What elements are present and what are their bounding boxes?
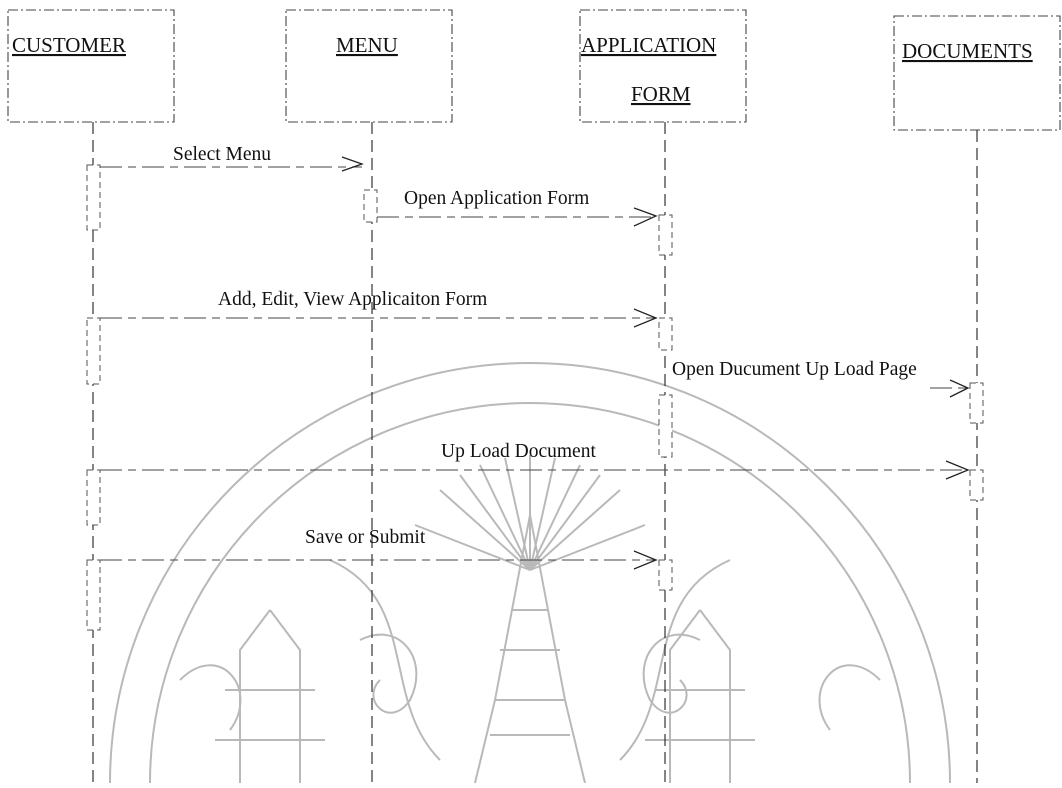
object-label-application: APPLICATION [581, 33, 716, 57]
object-documents: DOCUMENTS [893, 15, 1061, 131]
arrowhead [633, 207, 658, 227]
object-label-menu: MENU [336, 33, 398, 57]
arrowhead [945, 460, 970, 480]
object-box [893, 15, 1061, 131]
message-label: Up Load Document [441, 441, 596, 462]
arrowhead [341, 156, 364, 172]
object-label-customer: CUSTOMER [12, 33, 126, 57]
object-menu: MENU [285, 9, 453, 123]
object-box [7, 9, 175, 123]
object-customer: CUSTOMER [7, 9, 175, 123]
object-box [285, 9, 453, 123]
object-label-form: FORM [631, 82, 691, 106]
activation-bar [969, 469, 984, 501]
university-seal-watermark [109, 362, 951, 784]
object-application-form: APPLICATION FORM [579, 9, 747, 123]
message-label: Add, Edit, View Applicaiton Form [218, 289, 487, 310]
arrowhead [633, 308, 658, 328]
message-open-document-upload-page: Open Ducument Up Load Page [672, 359, 970, 398]
activation-bar [86, 469, 101, 526]
message-add-edit-view: Add, Edit, View Applicaiton Form [100, 289, 658, 328]
arrowhead [633, 550, 658, 570]
activation-bar [658, 394, 673, 458]
message-save-or-submit: Save or Submit [100, 527, 658, 570]
activation-bar [86, 559, 101, 631]
message-label: Open Application Form [404, 188, 589, 209]
activation-bar [86, 164, 101, 231]
message-select-menu: Select Menu [100, 144, 364, 172]
activation-bar [658, 317, 673, 351]
object-label-documents: DOCUMENTS [902, 39, 1033, 63]
message-label: Open Ducument Up Load Page [672, 359, 917, 380]
arrowhead [949, 379, 970, 398]
activation-bar [86, 317, 101, 385]
message-label: Select Menu [173, 144, 271, 165]
activation-bar [658, 559, 673, 591]
message-label: Save or Submit [305, 527, 426, 548]
activation-bar [363, 189, 378, 223]
message-up-load-document: Up Load Document [100, 441, 970, 480]
object-box [579, 9, 747, 123]
activation-bar [969, 382, 984, 424]
message-open-application-form: Open Application Form [377, 188, 658, 227]
activation-bar [658, 214, 673, 256]
